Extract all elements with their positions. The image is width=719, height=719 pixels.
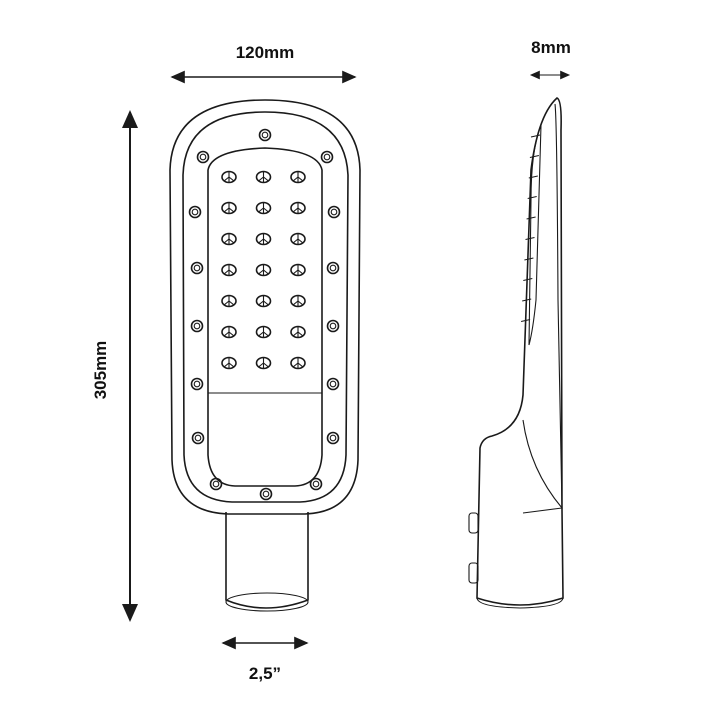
led-icon [221,232,237,246]
housing-inner [182,111,349,503]
led-icon [255,294,272,308]
side-button-bottom [468,562,479,584]
pole-dimension: 2,5” [221,636,309,683]
screw-icon [326,261,340,275]
led-icon [290,232,306,246]
height-dimension: 305mm [91,110,138,622]
screw-set [188,128,341,501]
pole-mount [225,512,309,609]
side-button-top [468,512,479,534]
screw-icon [209,477,223,491]
fin-slots [520,134,541,323]
fin-slot [530,134,541,138]
side-base-rim [476,597,564,609]
led-icon [290,170,306,184]
screw-icon [191,431,205,445]
pole-mount-rim [225,592,309,612]
depth-dimension: 8mm [529,38,571,80]
led-icon [221,170,237,184]
fin-slot [528,175,538,179]
screw-icon [326,319,340,333]
screw-icon [190,319,204,333]
fin-slot-strip [528,124,542,346]
led-icon [255,356,272,370]
screw-icon [320,150,334,164]
screw-icon [190,261,204,275]
led-icon [255,170,272,184]
screw-icon [326,377,340,391]
fin-slot [529,154,540,159]
led-icon [255,325,272,339]
led-icon [221,201,237,215]
side-view [468,97,564,609]
housing-outer [169,99,361,515]
led-icon [290,201,306,215]
side-fin-edge [522,103,563,510]
led-icon [221,325,237,339]
side-joint [522,507,563,514]
fin-slot [522,298,532,302]
screw-icon [327,205,341,219]
led-icon [290,325,306,339]
pole-label: 2,5” [249,664,281,683]
led-icon [290,263,306,277]
led-icon [290,356,306,370]
width-dimension: 120mm [170,43,357,84]
front-view [169,99,361,612]
depth-label: 8mm [531,38,571,57]
screw-icon [259,487,273,501]
fin-slot [524,257,534,261]
screw-icon [188,205,202,219]
screw-icon [196,150,210,164]
screw-icon [326,431,340,445]
screw-icon [190,377,204,391]
led-array [221,170,306,370]
led-icon [221,356,237,370]
led-icon [290,294,306,308]
fin-slot [527,195,537,200]
led-icon [255,201,272,215]
height-label: 305mm [91,341,110,400]
led-icon [255,232,272,246]
led-icon [255,263,272,277]
fin-slot [525,236,535,241]
led-panel [207,147,323,487]
screw-icon [309,477,323,491]
led-icon [221,294,237,308]
led-icon [221,263,237,277]
width-label: 120mm [236,43,295,62]
fin-slot [526,216,536,220]
fin-slot [520,318,531,323]
screw-icon [258,128,272,142]
side-body [476,97,564,606]
fin-slot [523,277,533,282]
